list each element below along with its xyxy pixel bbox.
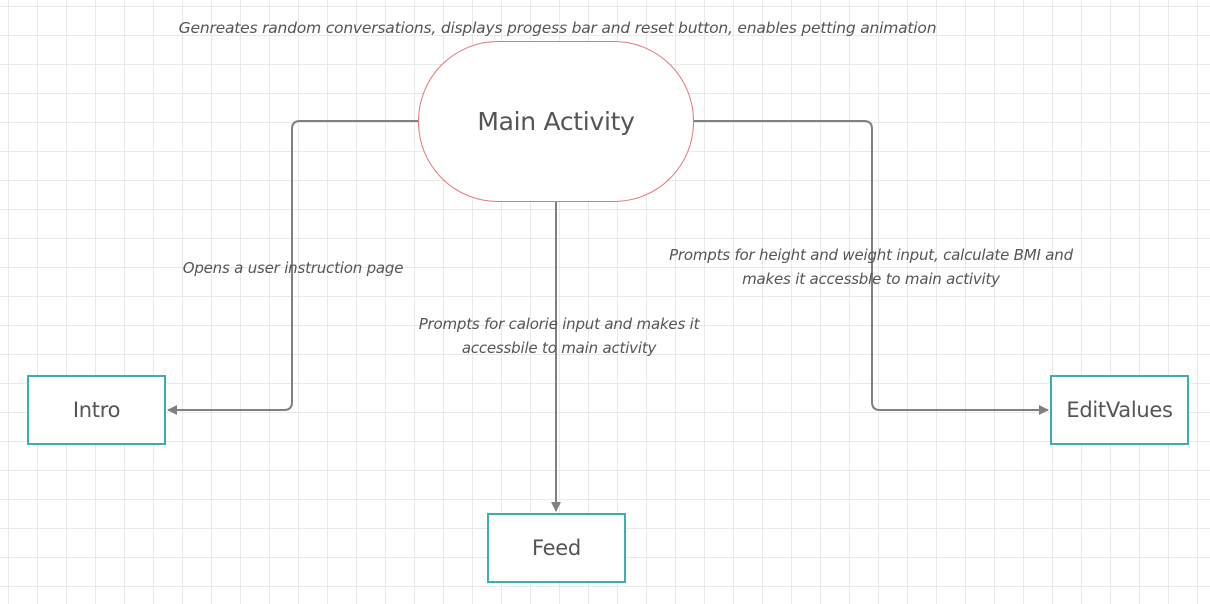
editvalues-node: EditValues bbox=[1050, 375, 1189, 445]
feed-label: Feed bbox=[532, 536, 581, 560]
editvalues-description-line-2: makes it accessble to main activity bbox=[742, 270, 1000, 288]
feed-description: Prompts for calorie input and makes it a… bbox=[398, 312, 720, 360]
intro-node: Intro bbox=[27, 375, 166, 445]
editvalues-label: EditValues bbox=[1066, 398, 1173, 422]
feed-node: Feed bbox=[487, 513, 626, 583]
feed-description-line-1: Prompts for calorie input and makes it bbox=[418, 315, 700, 333]
main-activity-description: Genreates random conversations, displays… bbox=[178, 19, 937, 37]
intro-description: Opens a user instruction page bbox=[182, 259, 404, 277]
intro-label: Intro bbox=[72, 398, 121, 422]
editvalues-description-line-1: Prompts for height and weight input, cal… bbox=[669, 246, 1073, 264]
feed-description-line-2: accessbile to main activity bbox=[461, 339, 657, 357]
connector-main-to-intro bbox=[167, 120, 418, 415]
editvalues-description: Prompts for height and weight input, cal… bbox=[642, 243, 1100, 291]
connector-main-to-editvalues bbox=[694, 120, 1049, 415]
main-activity-label: Main Activity bbox=[477, 107, 635, 136]
main-activity-node: Main Activity bbox=[418, 41, 694, 202]
